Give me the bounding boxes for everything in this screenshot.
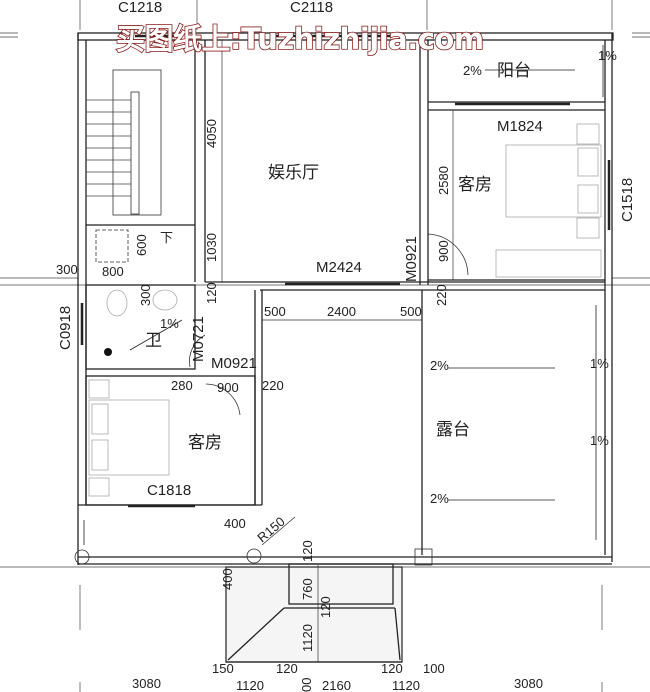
window-label-c1518: C1518 [619,178,636,222]
dim-120-c: 120 [318,596,333,618]
dim-120-b: 120 [300,540,315,562]
dim-500-a: 500 [264,304,286,319]
slope-terrace-side-1: 1% [590,356,609,371]
bed-right [495,123,602,278]
room-terrace: 露台 [436,420,470,440]
dim-300-a: 300 [56,262,78,277]
room-bath-mark: 卫 [145,331,162,351]
staircase [86,69,162,263]
dim-bottom-1120-right: 1120 [392,678,420,692]
dim-400-a: 400 [224,516,246,531]
doors [189,233,469,416]
dim-150: 150 [212,661,234,676]
room-balcony: 阳台 [497,61,531,81]
dim-220-b: 220 [262,378,284,393]
door-label-m0721: M0721 [190,316,207,362]
door-label-m0921-right: M0921 [403,236,420,282]
dim-900-a: 900 [436,240,451,262]
windows [80,34,611,508]
room-guest-right: 客房 [458,175,492,195]
slope-terrace-side-2: 1% [590,433,609,448]
door-label-m1824: M1824 [497,118,543,135]
dim-120-e: 120 [381,661,403,676]
toilet-and-sink [104,289,178,356]
dim-bottom-3080-right: 3080 [514,676,543,691]
dim-1120-v: 1120 [300,624,315,652]
window-label-top-left: C1218 [118,0,162,16]
window-label-top: C2118 [290,0,333,16]
room-entertainment-hall: 娱乐厅 [268,163,319,183]
dim-120-a: 120 [204,282,219,304]
dim-1030: 1030 [204,233,219,262]
stair-down-label: 下 [160,230,173,245]
slope-bath: 1% [160,316,179,331]
watermark: 买图纸上:Tuzhizhijia.com [116,22,484,56]
dim-760: 760 [300,578,315,600]
dim-600: 600 [134,234,149,256]
window-label-c0918: C0918 [57,306,74,350]
dim-bottom-1120-left: 1120 [236,678,264,692]
porch [74,516,433,663]
door-label-m0921-left: M0921 [211,355,257,372]
dim-300-b: 300 [138,284,153,306]
dim-2400: 2400 [327,304,356,319]
dim-bottom-2160: 2160 [322,678,351,692]
dim-280: 280 [171,378,193,393]
dim-4050: 4050 [204,119,219,148]
dim-500-b: 500 [400,304,422,319]
radius-label: R150 [254,514,287,545]
dim-bottom-3080-left: 3080 [132,676,161,691]
window-label-c1818: C1818 [147,482,191,499]
dim-bottom-00: 00 [299,678,314,692]
dim-220-a: 220 [434,284,449,306]
dim-400-b: 400 [220,568,235,590]
slope-balcony: 2% [463,63,482,78]
dim-100: 100 [423,661,445,676]
slope-balcony-side: 1% [598,48,617,63]
slope-terrace-2: 2% [430,491,449,506]
dim-900-b: 900 [217,380,239,395]
walls [77,32,614,565]
slope-arrows [83,45,604,545]
bed-left [88,379,170,497]
dim-800: 800 [102,264,124,279]
door-label-m2424: M2424 [316,259,362,276]
dim-2580: 2580 [436,166,451,195]
dimensions: 4050 1030 600 300 800 300 120 2580 900 2… [56,40,543,692]
room-guest-left: 客房 [188,433,222,453]
slope-terrace-1: 2% [430,358,449,373]
dim-120-d: 120 [276,661,298,676]
